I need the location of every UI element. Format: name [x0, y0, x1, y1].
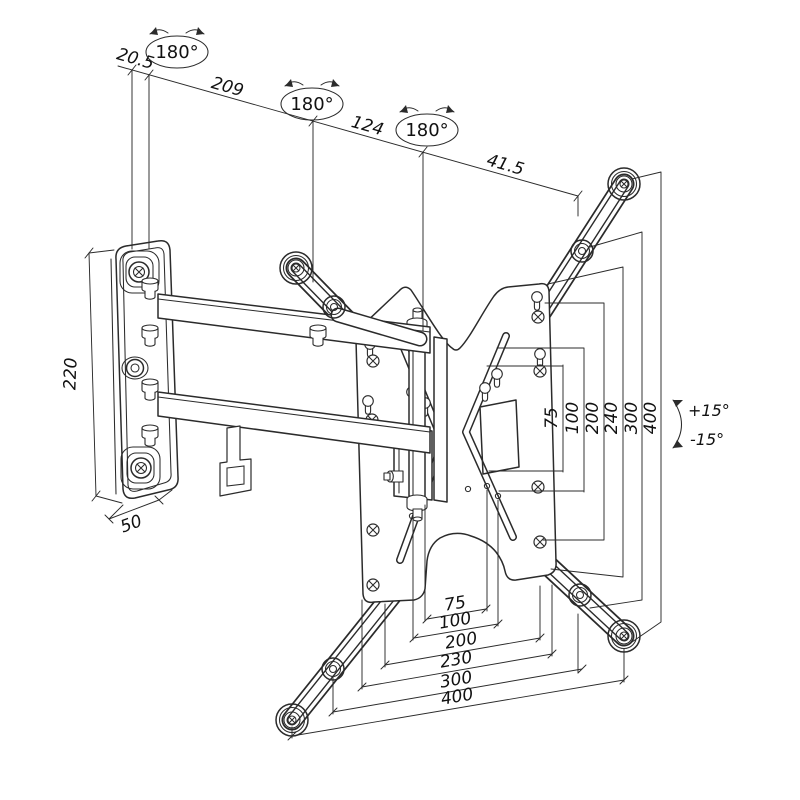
dim-right-400: 400 — [641, 402, 661, 434]
swivel-badge-label: 180° — [405, 120, 448, 141]
tilt-arrow-up — [673, 400, 683, 407]
vesa-hole — [483, 482, 491, 490]
vesa-hole — [494, 492, 502, 500]
wall-screw-hole-top — [128, 261, 150, 283]
dim-ladder-bottom: 75 100 200 230 300 400 — [287, 489, 629, 741]
tilt-arrow-down — [673, 440, 683, 448]
screw — [366, 523, 380, 537]
tilt-up-label: +15° — [688, 401, 730, 420]
swivel-badge-plate: 180° — [395, 105, 459, 147]
cable-hook — [219, 425, 252, 497]
dim-right-100: 100 — [563, 402, 583, 434]
dim-right-300: 300 — [622, 402, 642, 434]
tilt-range-indicator: +15° -15° — [672, 399, 730, 449]
strut-bottom-left — [281, 579, 407, 731]
dim-right-240: 240 — [602, 402, 622, 434]
vesa-window — [479, 399, 520, 475]
swivel-badge-wall: 180° — [145, 27, 209, 69]
tilt-down-label: -15° — [690, 430, 724, 449]
dim-ladder-right: 75 100 200 240 300 400 — [486, 171, 662, 643]
swivel-badge-label: 180° — [155, 42, 198, 63]
wall-screw-hole-middle — [125, 358, 145, 378]
screw — [533, 364, 547, 378]
dim-left-220: 220 — [60, 357, 81, 390]
dim-chain-top: 20.5 209 124 41.5 — [114, 44, 583, 332]
wall-plate — [110, 239, 179, 500]
vesa-hole — [464, 485, 472, 493]
screw — [533, 535, 547, 549]
screw — [366, 354, 380, 368]
dim-right-200: 200 — [583, 402, 603, 434]
lower-arm — [157, 391, 431, 454]
swivel-badge-elbow: 180° — [280, 79, 344, 121]
dim-bottom-75: 75 — [443, 592, 468, 615]
wall-screw-hole-bottom — [130, 457, 152, 479]
dim-wall-plate-height: 220 — [60, 247, 123, 504]
dim-right-75: 75 — [542, 407, 562, 429]
screw — [366, 578, 380, 592]
screw — [531, 310, 545, 324]
elbow-link — [309, 307, 428, 347]
swivel-badge-label: 180° — [290, 94, 333, 115]
dimension-annotations: 20.5 209 124 41.5 180° 180° 180° — [60, 27, 730, 741]
